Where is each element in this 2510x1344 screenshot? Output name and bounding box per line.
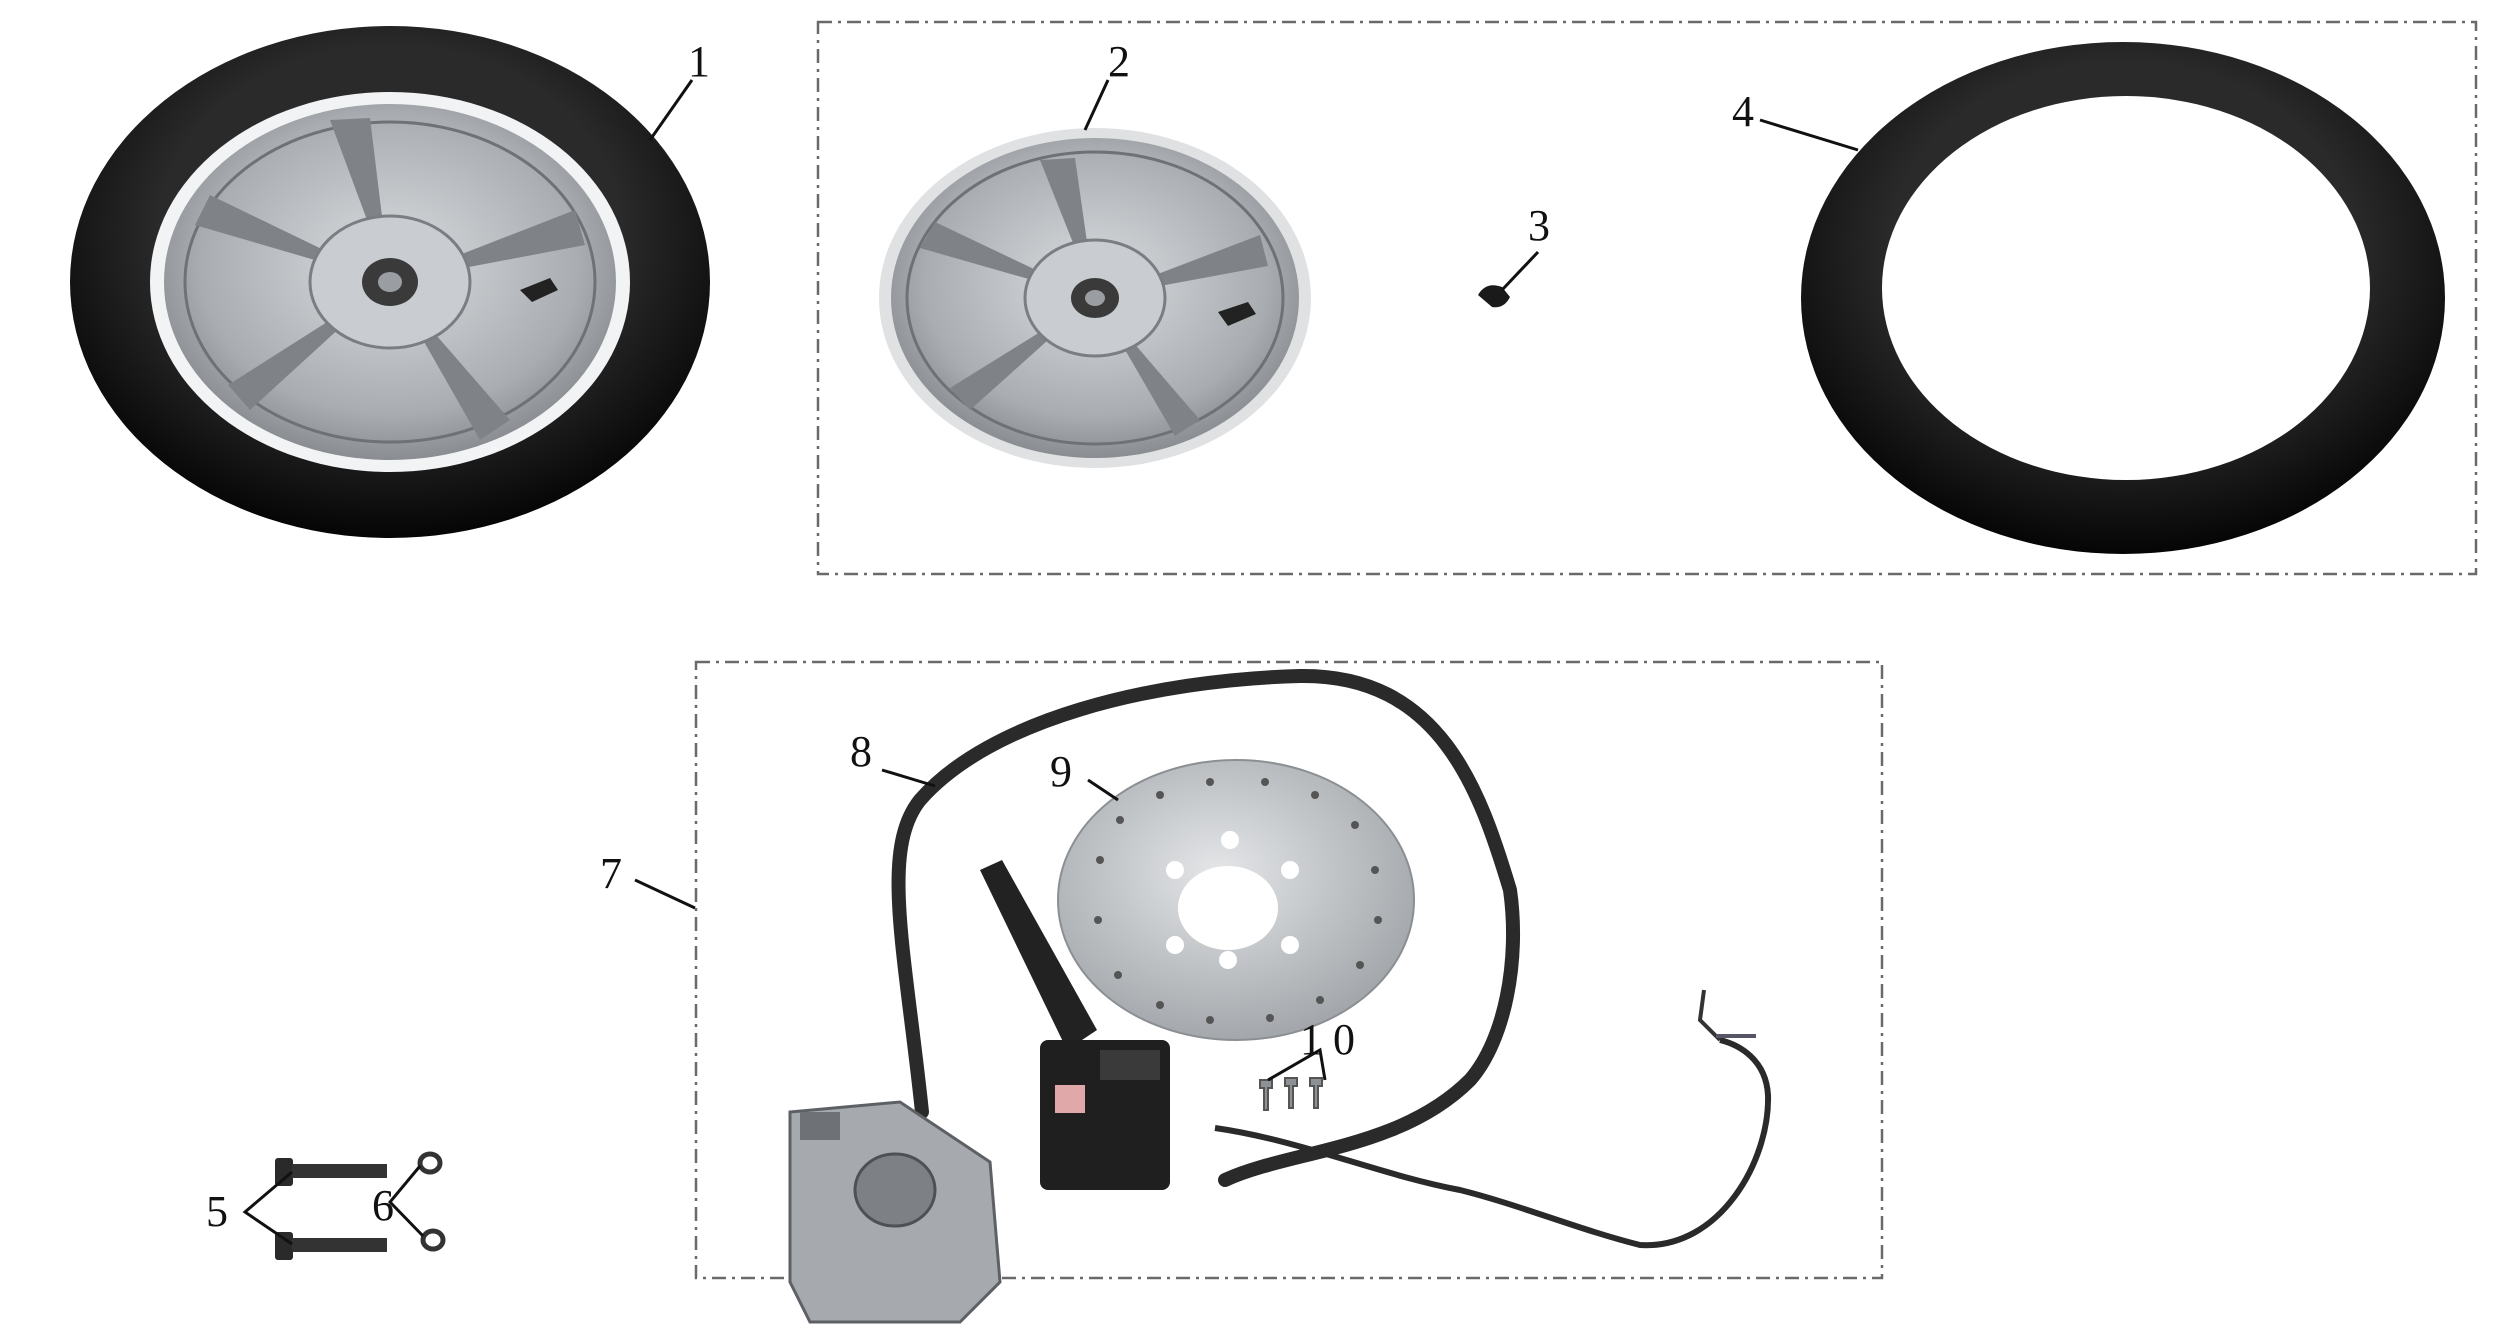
callout-1: 1 xyxy=(688,37,710,86)
tire-valve xyxy=(1478,285,1510,308)
brake-master-cylinder xyxy=(980,860,1170,1190)
callout-2: 2 xyxy=(1108,37,1130,86)
brake-caliper xyxy=(788,1100,1002,1324)
washers xyxy=(417,1151,446,1252)
callout-3: 3 xyxy=(1528,201,1550,250)
wheel-parts-group-box xyxy=(816,20,2478,576)
callout-6: 6 xyxy=(372,1181,394,1230)
callout-9: 9 xyxy=(1050,747,1072,796)
complete-wheel xyxy=(70,26,710,538)
tire xyxy=(1801,42,2445,554)
bolts xyxy=(275,1158,387,1260)
callout-7: 7 xyxy=(600,849,622,898)
leader-lines xyxy=(242,79,1859,1246)
callout-8: 8 xyxy=(850,727,872,776)
brake-parts-group-box xyxy=(694,660,1884,1280)
callout-5: 5 xyxy=(206,1187,228,1236)
callout-10: 1 0 xyxy=(1300,1015,1355,1064)
brake-hose xyxy=(891,668,1772,1249)
brake-disc xyxy=(1057,759,1415,1041)
callout-4: 4 xyxy=(1732,87,1754,136)
disc-screws xyxy=(1259,1077,1323,1111)
wheel-rim xyxy=(879,128,1311,468)
